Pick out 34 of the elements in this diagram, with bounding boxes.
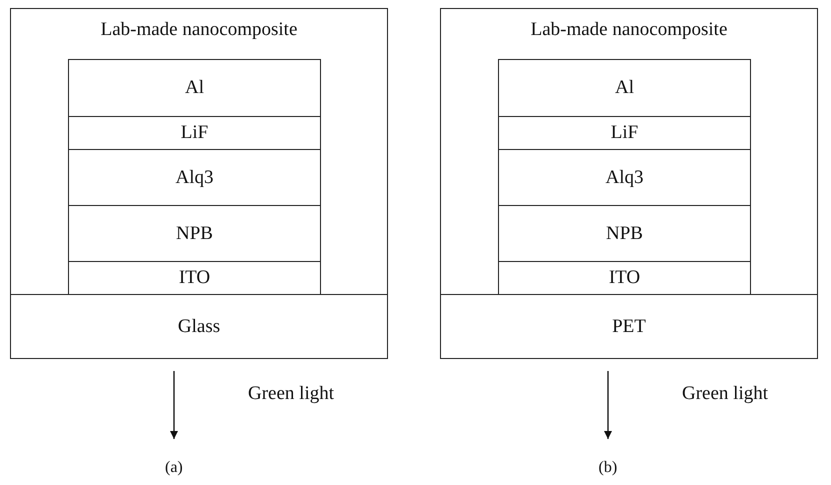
layer-label: LiF [610, 122, 638, 144]
layer-box [68, 59, 321, 117]
layer-box [68, 261, 321, 295]
panel-label: (b) [598, 459, 618, 477]
layer-label: NPB [176, 222, 213, 244]
encapsulation-label: Lab-made nanocomposite [100, 19, 298, 41]
layer-label: Al [615, 77, 634, 99]
layer-box [10, 294, 388, 359]
layer-label: LiF [180, 122, 208, 144]
light-arrow [170, 371, 178, 439]
panel-label: (a) [165, 459, 183, 477]
layer-label: Alq3 [176, 166, 214, 188]
layer-label: NPB [606, 222, 643, 244]
layer-box [68, 116, 321, 150]
device-outline [10, 8, 388, 358]
layer-box [498, 261, 751, 295]
device-outline [440, 8, 818, 358]
layer-label: ITO [608, 267, 640, 289]
layer-label: Glass [178, 316, 220, 338]
layer-box [498, 59, 751, 117]
layer-box [498, 116, 751, 150]
layer-box [440, 294, 818, 359]
edge-label: Green light [248, 383, 334, 405]
edge-label: Green light [682, 383, 768, 405]
layer-label: PET [612, 316, 646, 338]
layer-box [498, 205, 751, 262]
layer-label: Al [185, 77, 204, 99]
layer-box [498, 149, 751, 206]
layer-label: ITO [178, 267, 210, 289]
layer-label: Alq3 [606, 166, 644, 188]
layer-box [68, 205, 321, 262]
light-arrow [604, 371, 612, 439]
encapsulation-label: Lab-made nanocomposite [530, 19, 728, 41]
layer-box [68, 149, 321, 206]
